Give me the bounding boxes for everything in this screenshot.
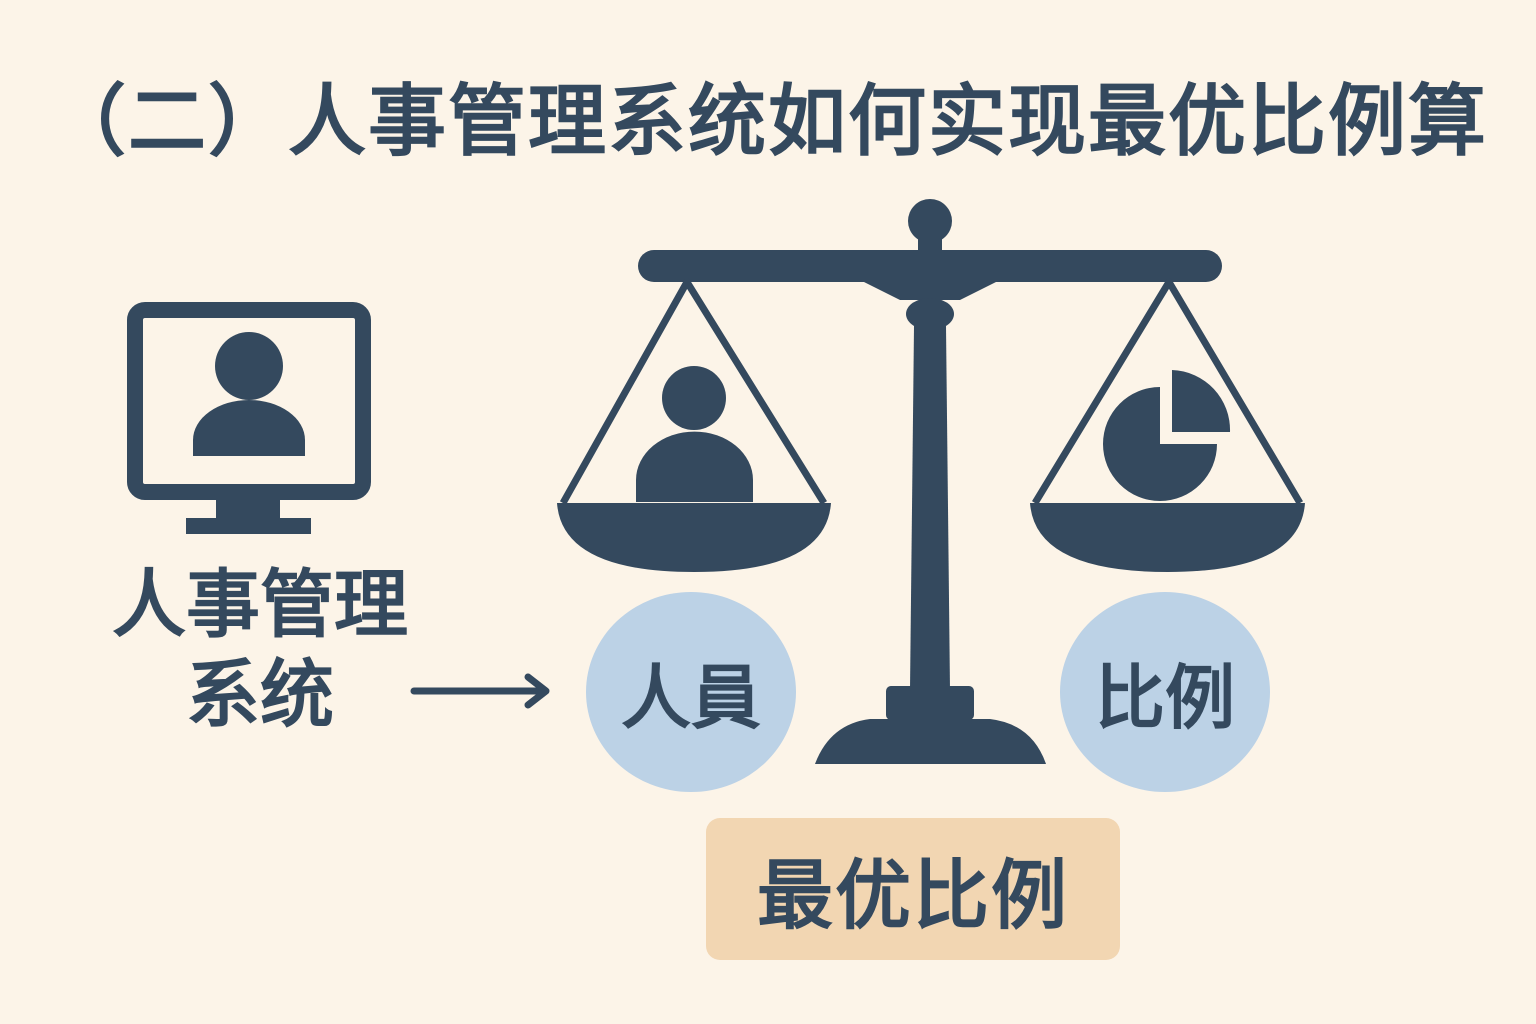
page-title: （二）人事管理系统如何实现最优比例算	[47, 77, 1488, 167]
person-icon	[636, 366, 753, 502]
user-head-icon	[215, 332, 283, 400]
balance-scale-icon	[557, 199, 1305, 764]
user-body-icon	[193, 400, 305, 456]
ratio-circle: 比例	[1060, 592, 1270, 792]
personnel-label: 人員	[621, 656, 761, 739]
ratio-label: 比例	[1095, 656, 1235, 739]
arrow-right-icon	[410, 673, 550, 709]
personnel-circle: 人員	[586, 592, 796, 792]
system-label-line2: 系统	[186, 652, 334, 738]
monitor-user-icon	[127, 302, 371, 534]
optimal-ratio-box: 最优比例	[706, 818, 1120, 960]
system-label-line1: 人事管理	[112, 562, 408, 648]
optimal-ratio-label: 最优比例	[757, 851, 1069, 940]
system-label: 人事管理 系统	[100, 560, 420, 740]
pie-chart-icon	[1103, 370, 1231, 501]
